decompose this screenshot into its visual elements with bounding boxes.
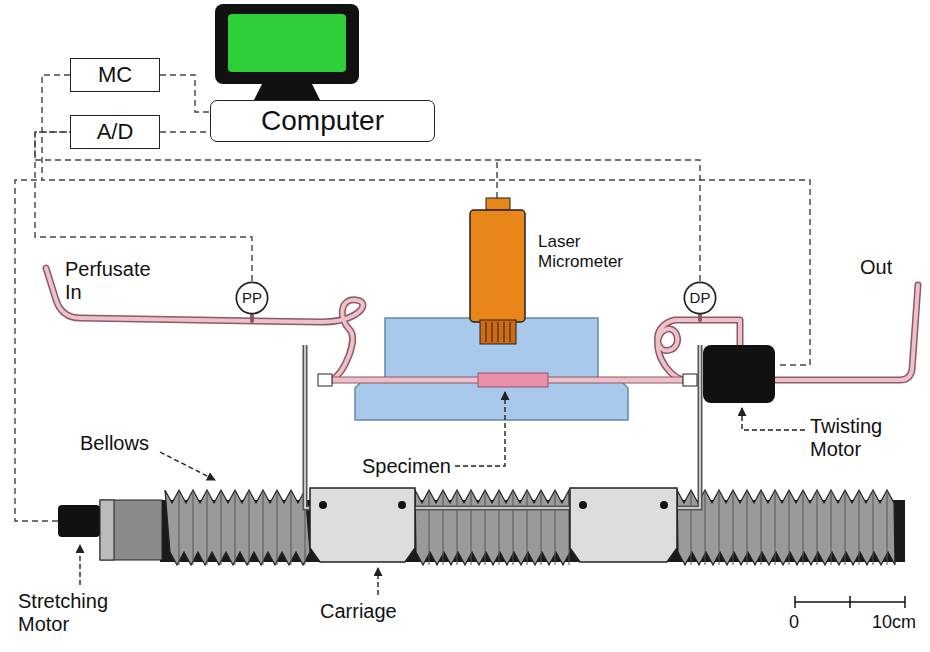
- pressure-gauge: PP: [235, 281, 269, 315]
- node-text: A/D: [97, 120, 134, 144]
- bellows-segment: [677, 490, 895, 565]
- bellows-segment: [165, 490, 310, 565]
- signal-wire: [160, 131, 210, 132]
- leader-lines: [80, 392, 805, 595]
- part-label: Twisting Motor: [810, 415, 905, 461]
- bellows-fold: [817, 490, 818, 565]
- scale-label: 0: [789, 612, 799, 633]
- bellows: [165, 490, 895, 565]
- node-text: MC: [98, 63, 132, 87]
- bellows-fold: [221, 490, 222, 565]
- cannula-mount: [318, 374, 332, 386]
- node-text: PP: [242, 290, 262, 307]
- signal-wire: [160, 75, 210, 112]
- bellows-fold: [733, 490, 734, 565]
- part-label: Specimen: [362, 455, 451, 478]
- control-wires: [15, 75, 810, 521]
- bellows-fold: [541, 490, 542, 565]
- bellows-fold: [761, 490, 762, 565]
- part-label: Carriage: [320, 600, 397, 623]
- bellows-fold: [775, 490, 776, 565]
- specimen: [478, 373, 548, 387]
- converter-box: A/D: [70, 115, 160, 149]
- bellows-fold: [277, 490, 278, 565]
- bellows-fold: [789, 490, 790, 565]
- bellows-fold: [249, 490, 250, 565]
- bellows-fold: [747, 490, 748, 565]
- node-text: Computer: [261, 106, 384, 137]
- bellows-fold: [803, 490, 804, 565]
- bellows-fold: [457, 490, 458, 565]
- pressure-gauge: DP: [683, 281, 717, 315]
- bellows-fold: [555, 490, 556, 565]
- bellows-fold: [499, 490, 500, 565]
- bellows-fold: [207, 490, 208, 565]
- bellows-fold: [471, 490, 472, 565]
- part-label: Out: [860, 256, 892, 279]
- bellows-segment: [415, 490, 570, 565]
- cannula-mount: [683, 374, 697, 386]
- bellows-fold: [429, 490, 430, 565]
- bellows-fold: [527, 490, 528, 565]
- bellows-fold: [831, 490, 832, 565]
- bellows-fold: [691, 490, 692, 565]
- part-label: Stretching Motor: [18, 590, 118, 636]
- laser-micrometer: [470, 198, 525, 344]
- part-label: Laser Micrometer: [538, 232, 633, 271]
- stretching-motor: [58, 500, 162, 560]
- bellows-fold: [443, 490, 444, 565]
- bellows-fold: [859, 490, 860, 565]
- bellows-fold: [513, 490, 514, 565]
- bellows-fold: [845, 490, 846, 565]
- bellows-fold: [485, 490, 486, 565]
- monitor: [215, 4, 359, 100]
- twisting-motor: [703, 345, 775, 403]
- node-text: DP: [690, 290, 711, 307]
- bellows-fold: [705, 490, 706, 565]
- scale-label: 10cm: [872, 612, 916, 633]
- bellows-fold: [291, 490, 292, 565]
- scale-bar: [795, 596, 905, 608]
- controller-box: MC: [70, 58, 160, 92]
- bellows-fold: [887, 490, 888, 565]
- bellows-fold: [263, 490, 264, 565]
- bellows-fold: [873, 490, 874, 565]
- bellows-fold: [719, 490, 720, 565]
- carriage: [310, 488, 677, 562]
- part-label: Perfusate In: [65, 258, 165, 304]
- computer-box: Computer: [210, 100, 435, 142]
- part-label: Bellows: [80, 432, 149, 455]
- bellows-fold: [193, 490, 194, 565]
- bellows-fold: [179, 490, 180, 565]
- bath-chamber: [355, 318, 628, 420]
- bellows-fold: [235, 490, 236, 565]
